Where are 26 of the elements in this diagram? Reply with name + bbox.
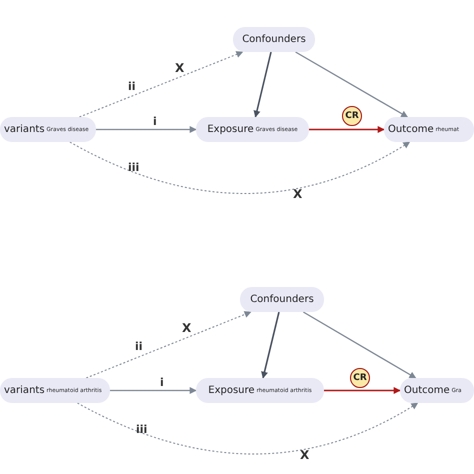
cr-circle: CR — [350, 368, 370, 388]
cr-circle: CR — [342, 106, 362, 126]
arrow — [86, 311, 252, 378]
cross-mark: X — [175, 62, 184, 74]
arrow — [309, 126, 385, 133]
arrow — [110, 387, 197, 394]
edge-label: ii — [128, 81, 136, 92]
edge-label: iii — [128, 162, 140, 173]
cross-mark: X — [293, 188, 302, 200]
arrow — [96, 126, 197, 133]
rounded-box: Confounders — [240, 287, 324, 312]
edge-label: i — [160, 377, 164, 388]
rounded-box: Confounders — [233, 27, 315, 52]
cross-mark: X — [182, 322, 192, 334]
edge-label: iii — [136, 424, 148, 435]
cross-mark: X — [300, 449, 310, 461]
arrow — [302, 311, 416, 379]
arrow — [69, 142, 410, 194]
arrow — [254, 52, 272, 118]
arrow — [76, 402, 418, 454]
arrow — [261, 312, 280, 379]
arrow — [78, 51, 244, 118]
edge-label: i — [153, 116, 157, 127]
arrow — [295, 51, 408, 118]
edge-label: ii — [135, 341, 143, 352]
arrow — [324, 387, 401, 394]
